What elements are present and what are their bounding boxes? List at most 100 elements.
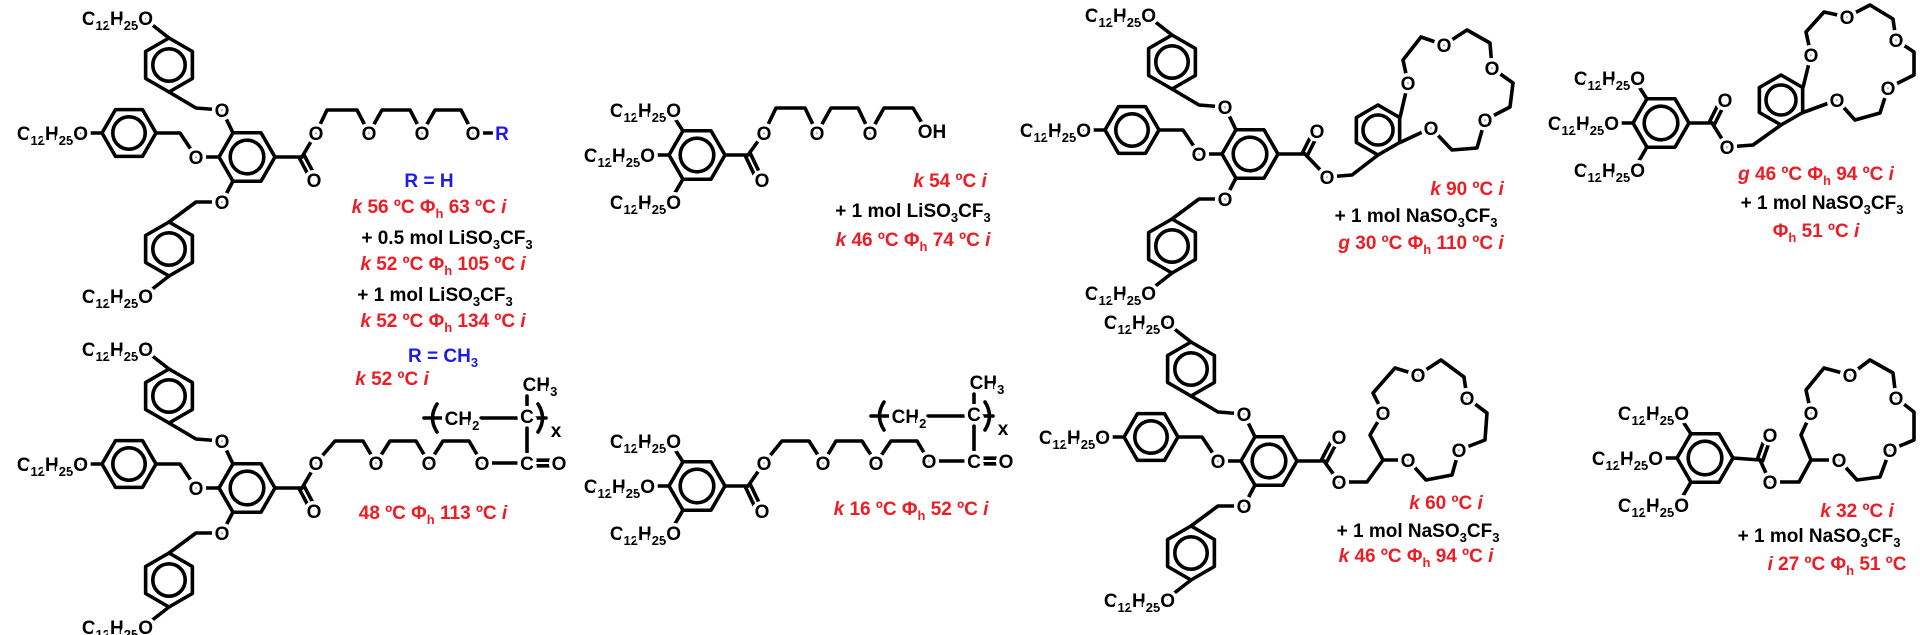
bond	[297, 156, 312, 180]
bond	[670, 112, 685, 133]
oxygen-atom: O	[1192, 145, 1207, 166]
subscript-run: 12	[1632, 413, 1646, 428]
text-run: Φ	[1831, 554, 1847, 575]
text-run: ºC	[385, 503, 406, 524]
subscript-run: 12	[31, 464, 45, 479]
subscript-run: 25	[1081, 437, 1095, 452]
text-run: O	[215, 524, 230, 545]
dodecyloxy-label: C12H25O	[1618, 404, 1689, 428]
text-run: C	[82, 9, 96, 30]
text-run: O	[309, 124, 324, 145]
text-run: O	[1310, 122, 1325, 143]
bond	[1799, 358, 1916, 482]
text-run: O	[863, 124, 878, 145]
bond	[1189, 504, 1246, 528]
oxygen-atom: O	[1424, 119, 1439, 140]
text-run: O	[755, 502, 770, 523]
bond	[144, 349, 171, 371]
subscript-run: h	[919, 239, 927, 254]
phase-transition-annotation: k 16 ºC Φh 52 ºC i	[834, 499, 989, 523]
r-group-label: R	[495, 124, 509, 145]
text-run: +	[1741, 193, 1752, 214]
text-run: O	[1804, 404, 1819, 425]
text-run: ºC	[1863, 501, 1884, 522]
phase-transition-annotation: k 32 ºC i	[1820, 501, 1894, 522]
text-run: H	[1646, 404, 1660, 425]
aromatic-circle	[1154, 43, 1191, 81]
subscript-run: 12	[96, 296, 110, 311]
oxygen-atom: O	[1376, 404, 1391, 425]
subscript-run: 25	[652, 110, 666, 125]
phase-transition-annotation: i 27 ºC Φh 51 ºC	[1768, 554, 1907, 578]
subscript-run: 25	[1127, 293, 1141, 308]
subscript-run: 3	[1864, 202, 1871, 217]
text-run: O	[1889, 389, 1904, 410]
text-run: CF	[480, 285, 505, 306]
text-run: O	[666, 432, 681, 453]
text-run: ºC	[1473, 179, 1494, 200]
oxygen-atom: O	[1237, 405, 1252, 426]
text-run: mol	[1367, 206, 1401, 227]
bond	[746, 131, 766, 157]
italic-run: g	[1337, 233, 1350, 254]
text-run: O	[422, 454, 437, 475]
subscript-run: 25	[1660, 505, 1674, 520]
subscript-run: h	[427, 512, 435, 527]
bond	[300, 131, 318, 159]
text-run: ºC	[1462, 546, 1483, 567]
text-run: +	[357, 285, 368, 306]
text-run: C	[82, 618, 96, 635]
bond	[1678, 480, 1693, 503]
text-run: H	[110, 618, 124, 635]
subscript-run: 3	[525, 237, 532, 252]
dodecyloxy-label: C12H25O	[1085, 284, 1156, 308]
bond	[743, 485, 758, 511]
text-run: 51	[1802, 221, 1824, 242]
text-run: O	[1830, 91, 1845, 112]
bond	[1242, 483, 1257, 508]
text-run: R	[404, 171, 418, 192]
dodecyloxy-label: C12H25O	[82, 287, 153, 311]
text-run: O	[755, 171, 770, 192]
phase-transition-annotation: g 30 ºC Φh 110 ºC i	[1337, 233, 1504, 257]
text-run: O	[1452, 441, 1467, 462]
subscript-run: 25	[1146, 322, 1160, 337]
dodecyloxy-label: C12H25O	[1085, 6, 1156, 30]
text-run: ºC	[876, 499, 897, 520]
text-run: O	[757, 124, 772, 145]
text-run: CH	[892, 407, 919, 428]
text-run: C	[82, 287, 96, 308]
text-run: O	[1411, 366, 1426, 387]
bond	[1223, 176, 1238, 201]
subscript-run: 12	[96, 18, 110, 33]
phase-transition-annotation: k 54 ºC i	[913, 171, 987, 192]
subscript-run: 25	[1660, 413, 1674, 428]
subscript-run: 12	[1562, 123, 1576, 138]
text-run: +	[1335, 206, 1346, 227]
text-run: +	[361, 228, 372, 249]
text-run: O	[215, 101, 230, 122]
bond	[220, 439, 235, 466]
oxygen-atom: O	[757, 454, 772, 475]
oxygen-atom: O	[307, 502, 322, 523]
text-run: 63	[449, 197, 470, 218]
carbon-atom: C	[967, 405, 981, 426]
dodecyloxy-label: C12H25O	[610, 432, 681, 456]
phase-transition-annotation: R = CH3	[408, 346, 478, 370]
oxygen-atom: O	[1437, 36, 1452, 57]
text-run: 1	[1757, 193, 1768, 214]
text-run: H	[612, 477, 626, 498]
text-run: O	[1437, 36, 1452, 57]
italic-run: k	[836, 230, 848, 251]
subscript-run: 12	[624, 533, 638, 548]
oxygen-atom: O	[1332, 428, 1347, 449]
oxygen-atom: O	[189, 479, 204, 500]
text-run: ºC	[1452, 493, 1473, 514]
text-run: H	[45, 455, 59, 476]
subscript-run: 3	[505, 294, 512, 309]
bond	[1157, 128, 1201, 156]
text-run: ºC	[957, 499, 978, 520]
subscript-run: 12	[1588, 170, 1602, 185]
bond	[1368, 358, 1489, 482]
